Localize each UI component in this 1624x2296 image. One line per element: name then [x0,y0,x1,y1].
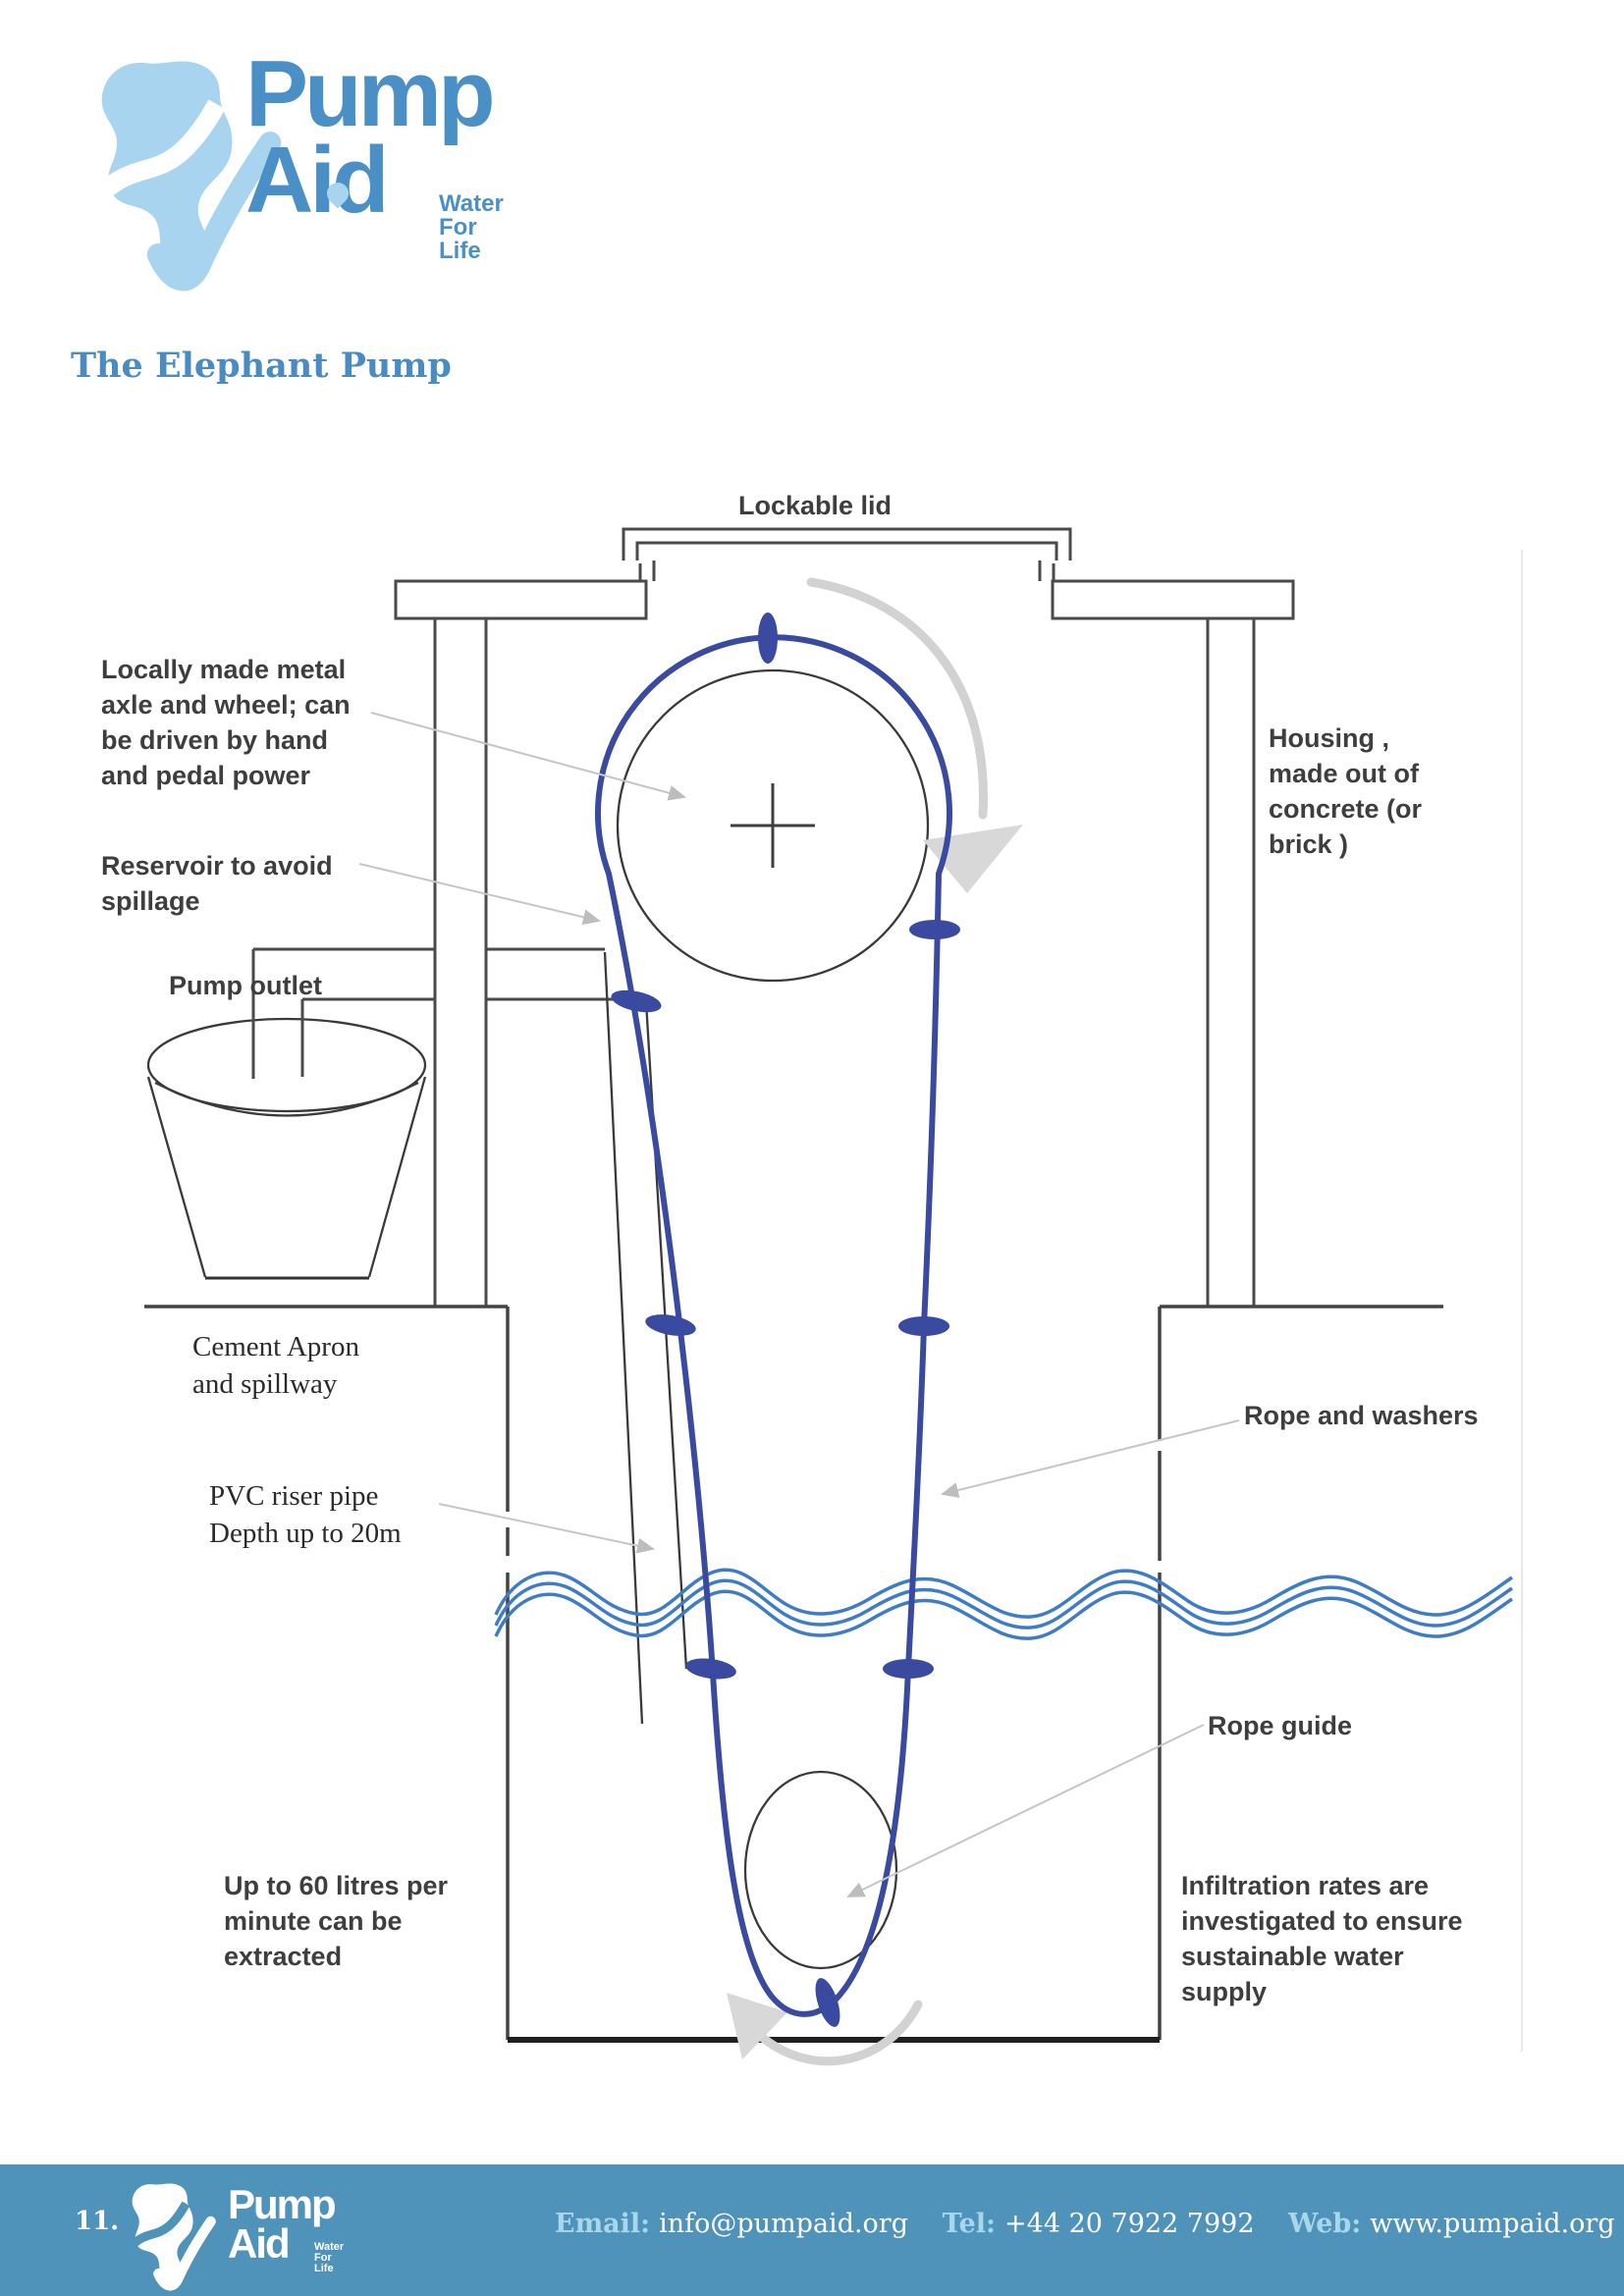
bucket-shape [146,1017,427,1280]
label-housing: Housing , made out of concrete (or brick… [1269,723,1423,859]
label-reservoir: Reservoir to avoid spillage [101,851,333,916]
email-label: Email: [555,2209,651,2239]
label-lockable-lid: Lockable lid [738,491,893,520]
well-shaft [506,1307,1162,2043]
label-litres: Up to 60 litres per minute can be extrac… [224,1871,449,1971]
footer-brand-tagline: Water For Life [314,2241,345,2274]
wheel-shape [616,668,930,983]
label-rope-washers: Rope and washers [1244,1401,1479,1430]
tel-label: Tel: [942,2209,997,2239]
tel-value: +44 20 7922 7992 [1004,2209,1255,2239]
rotation-arrow-bottom [727,1993,923,2066]
brand-line2: Aid [245,128,390,233]
footer-africa-logo-icon [128,2183,216,2291]
brand-tagline: Water For Life [439,190,504,264]
web-value[interactable]: www.pumpaid.org [1370,2209,1615,2239]
page-title: The Elephant Pump [71,346,452,386]
brand-line1: Pump [245,41,496,146]
label-axle-wheel: Locally made metal axle and wheel; can b… [101,655,351,790]
water-level-waves [494,1568,1514,1640]
label-cement-apron: Cement Apron and spillway [192,1331,359,1400]
email-value[interactable]: info@pumpaid.org [659,2209,909,2239]
page-number: 11. [75,2207,120,2236]
elephant-pump-diagram [144,527,1523,2066]
label-rope-guide: Rope guide [1208,1711,1352,1740]
label-infiltration: Infiltration rates are investigated to e… [1181,1871,1463,2006]
footer-contact-row: Email: info@pumpaid.org Tel:+44 20 7922 7… [555,2209,1615,2239]
rope-washers [611,613,960,2027]
housing-structure [394,579,1295,1307]
label-pump-outlet: Pump outlet [169,971,322,1000]
pumpaid-africa-logo-icon [92,61,282,292]
footer-brand-line2: Aid [228,2220,291,2267]
reservoir-outlet-shape [251,947,646,1079]
label-leader-lines [358,712,1240,1897]
lockable-lid-shape [622,527,1072,581]
web-label: Web: [1288,2209,1362,2239]
rotation-arrow-top [806,577,1023,893]
footer-bar [0,2164,1624,2296]
label-pvc-riser: PVC riser pipe Depth up to 20m [209,1480,402,1549]
rope-guide-shape [743,1770,898,1970]
footer-brand-line1: Pump [228,2181,337,2227]
